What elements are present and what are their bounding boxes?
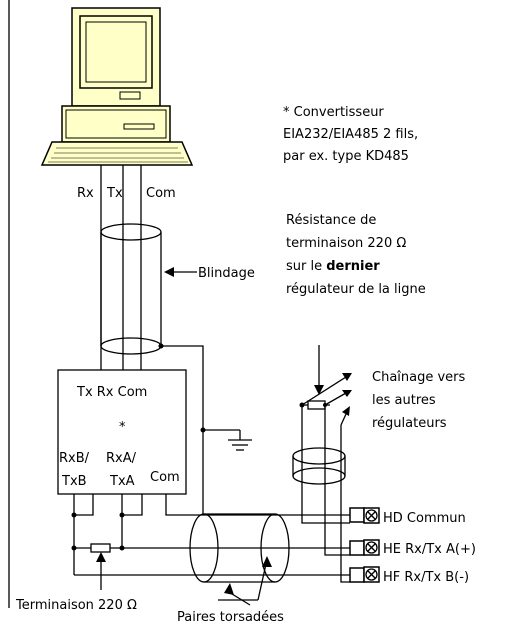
terminal-hd <box>349 507 380 524</box>
converter-note-line1: * Convertisseur <box>283 105 384 120</box>
bottom-termination-label: Terminaison 220 Ω <box>15 598 137 613</box>
termination-note-line3-prefix: sur le <box>286 259 326 274</box>
computer-icon <box>40 7 194 166</box>
terminal-hf <box>349 566 380 583</box>
terminal-he-label: HE Rx/Tx A(+) <box>383 542 476 557</box>
termination-note-line2: terminaison 220 Ω <box>286 236 406 251</box>
converter-box <box>57 369 187 495</box>
termination-note-line3-bold: dernier <box>326 259 380 274</box>
converter-com-label: Com <box>150 470 180 485</box>
converter-top-labels: Tx Rx Com <box>76 385 147 400</box>
termination-resistor <box>90 543 111 553</box>
termination-note-line3: sur le dernier <box>286 259 380 274</box>
twisted-pairs-arrows <box>218 556 272 606</box>
termination-note-line1: Résistance de <box>286 213 376 228</box>
terminal-wires <box>325 514 350 576</box>
shield-label: Blindage <box>198 266 255 281</box>
converter-rxa-label: RxA/ <box>106 451 137 466</box>
converter-note-line3: par ex. type KD485 <box>283 149 409 164</box>
terminal-hf-label: HF Rx/Tx B(-) <box>383 570 469 585</box>
chaining-wires <box>292 405 350 583</box>
shield-drain-wire <box>161 345 240 500</box>
converter-output-wires <box>71 494 330 576</box>
converter-rxb-label: RxB/ <box>59 451 90 466</box>
computer-com-label: Com <box>146 186 176 201</box>
converter-txa-label: TxA <box>109 474 135 489</box>
computer-rx-label: Rx <box>77 186 94 201</box>
chaining-note-line1: Chaînage vers <box>372 370 466 385</box>
chaining-note-line2: les autres <box>372 393 436 408</box>
chaining-note-line3: régulateurs <box>372 416 447 431</box>
termination-arrow <box>96 552 106 590</box>
termination-switch <box>299 373 352 452</box>
shielded-cable <box>100 223 164 355</box>
termination-note-arrow <box>314 345 324 395</box>
twisted-pairs-label: Paires torsadées <box>177 610 284 625</box>
shield-arrow <box>164 267 197 277</box>
terminal-he <box>349 539 380 556</box>
converter-txb-label: TxB <box>61 474 87 489</box>
termination-note-line4: régulateur de la ligne <box>286 282 426 297</box>
terminal-hd-label: HD Commun <box>383 511 466 526</box>
computer-tx-label: Tx <box>106 186 123 201</box>
ground-icon <box>228 430 252 451</box>
converter-note-line2: EIA232/EIA485 2 fils, <box>283 127 418 142</box>
converter-asterisk: * <box>119 420 126 435</box>
twisted-pairs-cable <box>189 513 290 583</box>
